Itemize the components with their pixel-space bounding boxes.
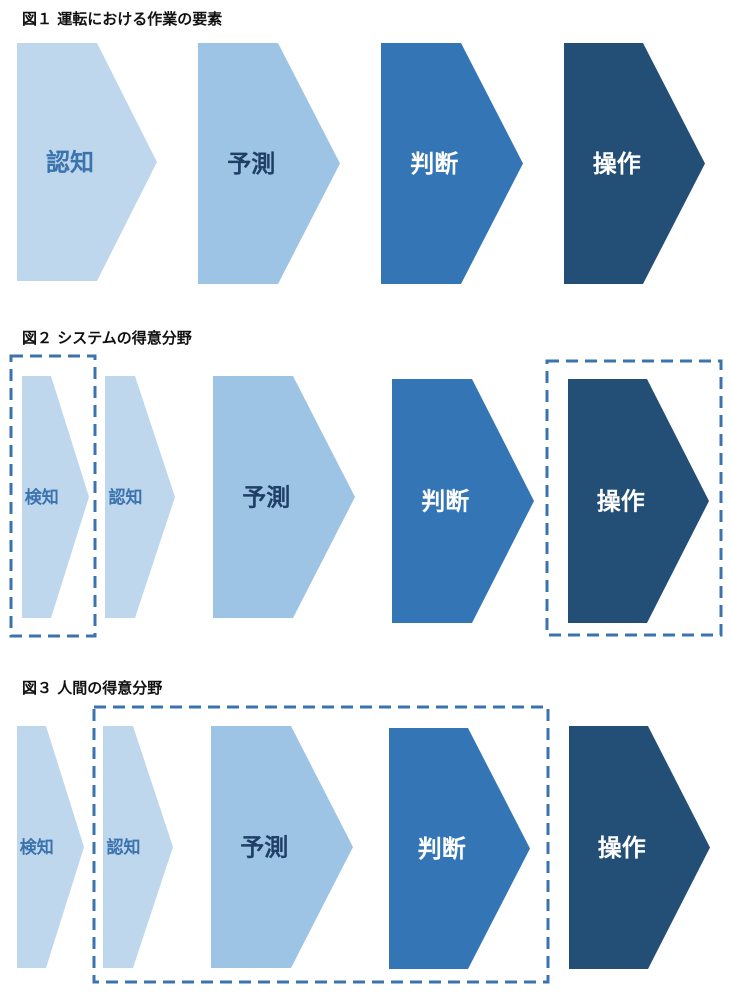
figure-3-chevron-3-label: 予測 bbox=[240, 833, 288, 861]
figure-1-chevron-3 bbox=[381, 43, 523, 284]
figure-3-highlight-frame-1 bbox=[92, 705, 550, 984]
figure-1-chevron-4-label: 操作 bbox=[593, 150, 641, 178]
figure-3-chevron-5 bbox=[569, 726, 710, 969]
figure-3-chevron-2-label: 認知 bbox=[107, 837, 141, 858]
figure-3-title: 図３ 人間の得意分野 bbox=[22, 679, 163, 697]
figure-2-title: 図２ システムの得意分野 bbox=[22, 329, 192, 347]
figure-2-highlight-frame-2 bbox=[545, 359, 723, 637]
figure-2-highlight-frame-1 bbox=[9, 354, 97, 638]
figure-2-chevron-3 bbox=[213, 376, 355, 618]
figure-1-chevron-3-label: 判断 bbox=[410, 150, 458, 178]
figure-3-chevron-2 bbox=[103, 726, 173, 968]
figure-2-chevron-4-label: 判断 bbox=[421, 487, 469, 515]
figure-3-chevron-4 bbox=[389, 728, 530, 969]
figure-1-title: 図１ 運転における作業の要素 bbox=[22, 10, 223, 28]
figure-2-chevron-1 bbox=[22, 376, 89, 618]
figure-1-chevron-2-label: 予測 bbox=[227, 150, 275, 178]
figure-2-chevron-1-label: 検知 bbox=[25, 487, 59, 508]
figure-1-chevron-1 bbox=[17, 43, 157, 281]
figure-3-chevron-1 bbox=[17, 726, 84, 968]
figure-3-chevron-5-label: 操作 bbox=[598, 834, 646, 862]
figure-2-chevron-2-label: 認知 bbox=[109, 487, 143, 508]
figure-2-chevron-5-label: 操作 bbox=[597, 487, 645, 515]
figure-1-chevron-1-label: 認知 bbox=[46, 148, 94, 176]
figure-3-chevron-1-label: 検知 bbox=[20, 837, 54, 858]
figure-1-chevron-2 bbox=[198, 43, 340, 284]
figure-3-chevron-3 bbox=[211, 726, 353, 968]
figure-3-chevron-4-label: 判断 bbox=[418, 835, 466, 863]
figure-1-chevron-4 bbox=[564, 43, 705, 284]
figure-2-chevron-4 bbox=[392, 379, 534, 623]
figure-2-chevron-5 bbox=[568, 379, 709, 623]
figure-2-chevron-3-label: 予測 bbox=[242, 483, 290, 511]
figure-2-chevron-2 bbox=[105, 376, 175, 618]
